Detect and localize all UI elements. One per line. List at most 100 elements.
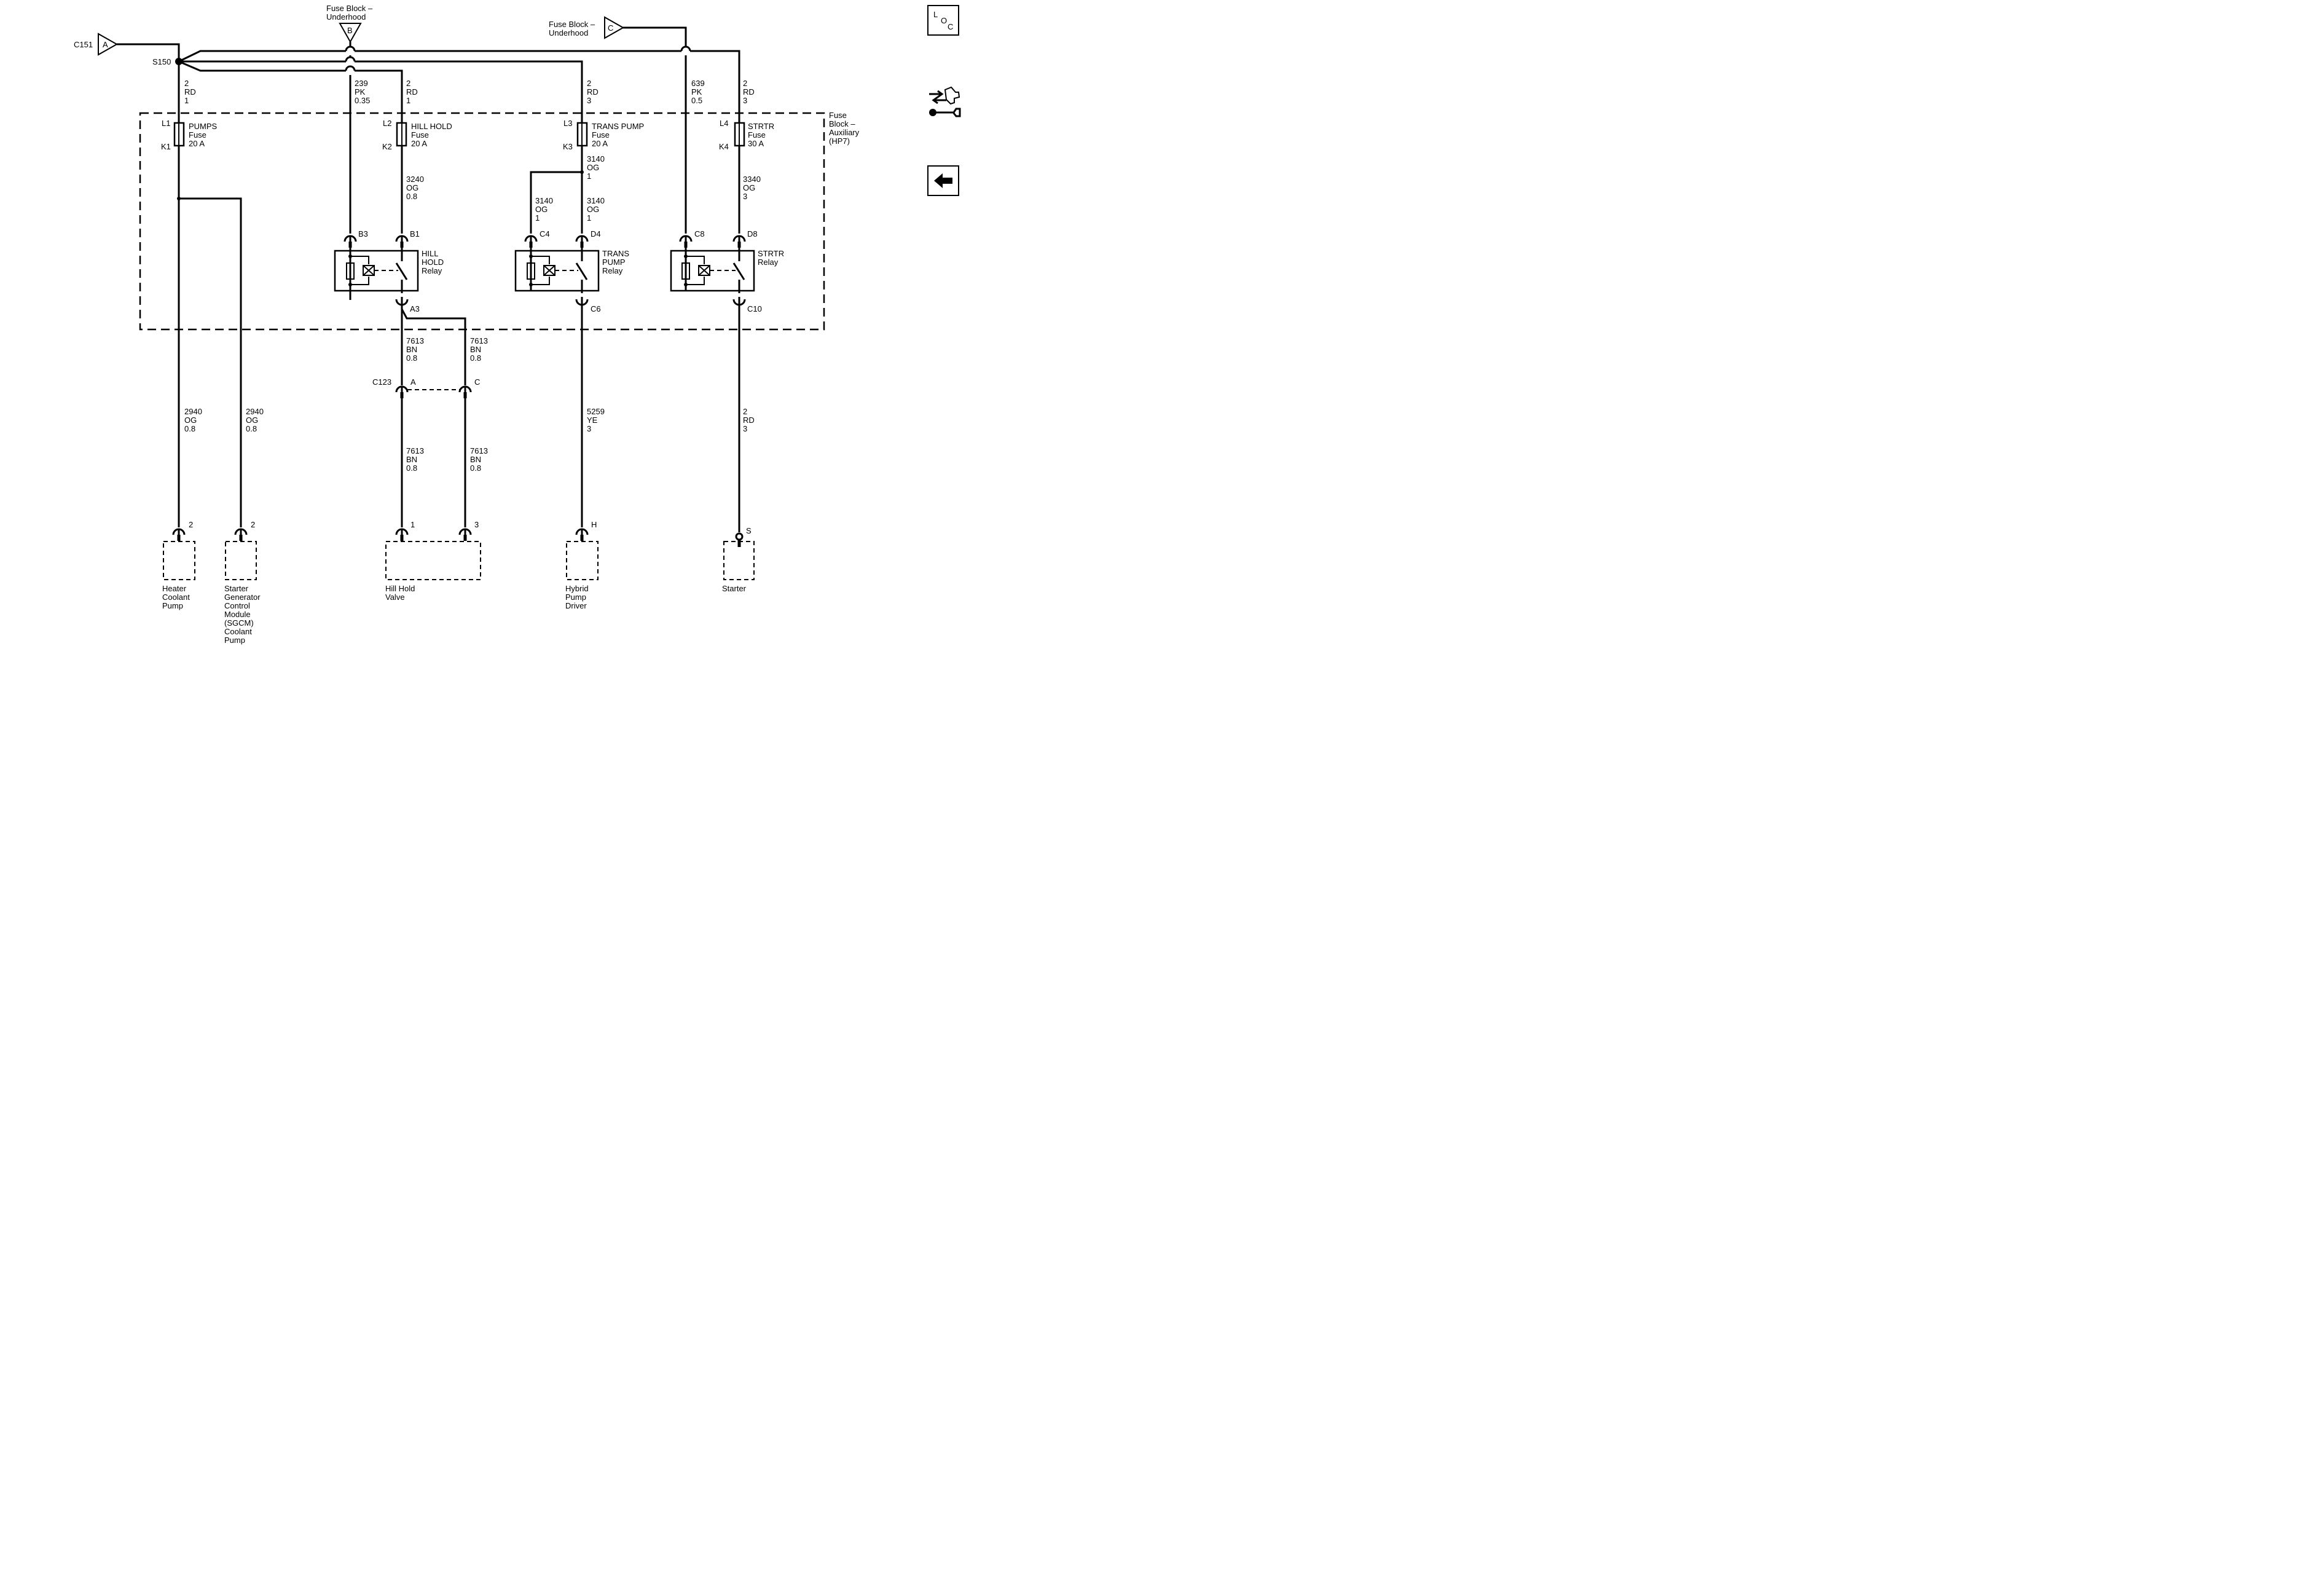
svg-text:STRTR: STRTR [758, 249, 784, 258]
svg-text:1: 1 [587, 171, 591, 181]
back-button[interactable] [927, 165, 959, 196]
svg-text:L1: L1 [162, 119, 170, 128]
svg-text:K2: K2 [382, 142, 392, 151]
svg-text:Block –: Block – [829, 119, 855, 128]
connector-wrench-icon[interactable] [929, 86, 961, 117]
svg-text:Hill Hold: Hill Hold [385, 584, 415, 593]
svg-text:3: 3 [587, 96, 591, 105]
bus-to-l4 [178, 50, 346, 63]
svg-text:0.35: 0.35 [355, 96, 370, 105]
fuse-block-auxiliary-boundary [139, 112, 825, 331]
svg-text:3: 3 [743, 96, 747, 105]
svg-text:TRANS PUMP: TRANS PUMP [592, 122, 644, 131]
svg-text:1: 1 [410, 520, 415, 529]
svg-text:K1: K1 [161, 142, 171, 151]
bus-to-l2 [178, 60, 346, 72]
svg-text:(HP7): (HP7) [829, 136, 850, 146]
svg-text:Auxiliary: Auxiliary [829, 128, 860, 137]
svg-text:BN: BN [406, 455, 417, 464]
loc-letter-c: C [948, 22, 953, 31]
svg-text:2: 2 [587, 79, 591, 88]
svg-text:PUMPS: PUMPS [189, 122, 218, 131]
loc-button[interactable]: L O C [927, 5, 959, 36]
wire-label-639: 639 PK 0.5 [691, 79, 705, 105]
hill-hold-valve: 1 3 Hill Hold Valve [385, 520, 481, 602]
wire-label-l4: 2 RD 3 [743, 79, 755, 105]
svg-text:3340: 3340 [743, 175, 761, 184]
svg-text:C6: C6 [591, 304, 601, 313]
hybrid-pump-driver: H Hybrid Pump Driver [565, 520, 599, 610]
wire-7613-b [401, 309, 466, 385]
svg-text:20 A: 20 A [189, 139, 205, 148]
svg-text:3140: 3140 [587, 154, 605, 163]
svg-text:C8: C8 [694, 229, 705, 238]
svg-text:BN: BN [406, 345, 417, 354]
svg-text:A3: A3 [410, 304, 420, 313]
svg-text:Fuse: Fuse [411, 130, 429, 140]
svg-text:2: 2 [251, 520, 255, 529]
wire-3140-to-c4 [530, 171, 582, 234]
fuse-block-auxiliary-label: Fuse Block – Auxiliary (HP7) [829, 111, 860, 146]
wire-label-l2: 2 RD 1 [406, 79, 418, 105]
fuse-block-c-label-2: Underhood [549, 28, 588, 37]
svg-text:OG: OG [184, 415, 197, 425]
svg-text:Valve: Valve [385, 593, 405, 602]
svg-text:Generator: Generator [224, 593, 261, 602]
svg-text:D8: D8 [747, 229, 758, 238]
svg-text:2: 2 [406, 79, 410, 88]
svg-text:3: 3 [474, 520, 479, 529]
svg-text:20 A: 20 A [592, 139, 608, 148]
svg-text:Pump: Pump [565, 593, 586, 602]
svg-text:0.5: 0.5 [691, 96, 702, 105]
svg-text:L2: L2 [383, 119, 391, 128]
svg-text:Control: Control [224, 601, 250, 610]
svg-text:BN: BN [470, 345, 481, 354]
svg-text:3140: 3140 [535, 196, 553, 205]
svg-text:Relay: Relay [758, 258, 779, 267]
c151-pin-label: A [103, 40, 108, 49]
svg-text:2: 2 [743, 407, 747, 416]
fuse-strtr: L4 K4 STRTR Fuse 30 A [719, 119, 774, 151]
svg-text:Fuse: Fuse [748, 130, 766, 140]
svg-text:OG: OG [587, 205, 599, 214]
svg-text:7613: 7613 [470, 336, 488, 345]
svg-text:HILL HOLD: HILL HOLD [411, 122, 452, 131]
svg-text:RD: RD [406, 87, 418, 96]
fuse-block-b-label-1: Fuse Block – [326, 4, 373, 13]
fuse-block-c-label-1: Fuse Block – [549, 20, 595, 29]
svg-text:STRTR: STRTR [748, 122, 774, 131]
wire-label-3140-c: 3140 OG 1 [587, 196, 605, 222]
svg-text:HILL: HILL [422, 249, 438, 258]
wire-label-7613-b: 7613 BN 0.8 [470, 336, 488, 363]
svg-text:Hybrid: Hybrid [565, 584, 589, 593]
svg-text:Starter: Starter [224, 584, 249, 593]
back-arrow-icon [934, 173, 952, 188]
svg-text:639: 639 [691, 79, 705, 88]
svg-text:0.8: 0.8 [470, 353, 481, 363]
svg-text:7613: 7613 [406, 446, 424, 455]
svg-text:0.8: 0.8 [246, 424, 257, 433]
svg-text:20 A: 20 A [411, 139, 427, 148]
wire-c151-to-s150 [117, 43, 180, 61]
wire-fuse-block-c [623, 26, 687, 47]
svg-text:7613: 7613 [470, 446, 488, 455]
svg-text:Relay: Relay [422, 266, 442, 275]
loc-letter-o: O [941, 16, 947, 25]
svg-text:1: 1 [587, 213, 591, 222]
svg-text:30 A: 30 A [748, 139, 764, 148]
hill-hold-relay: B3 B1 HILL HOLD Relay A3 [334, 229, 444, 313]
svg-text:C10: C10 [747, 304, 762, 313]
svg-text:3: 3 [743, 192, 747, 201]
svg-text:0.8: 0.8 [406, 353, 417, 363]
svg-text:Coolant: Coolant [162, 593, 190, 602]
wire-label-3240: 3240 OG 0.8 [406, 175, 424, 201]
wire-label-239: 239 PK 0.35 [355, 79, 370, 105]
svg-text:L3: L3 [563, 119, 572, 128]
svg-text:OG: OG [406, 183, 418, 192]
svg-text:3240: 3240 [406, 175, 424, 184]
wire-label-5259: 5259 YE 3 [587, 407, 605, 433]
svg-text:YE: YE [587, 415, 598, 425]
svg-text:OG: OG [587, 163, 599, 172]
svg-text:HOLD: HOLD [422, 258, 444, 267]
svg-text:3140: 3140 [587, 196, 605, 205]
